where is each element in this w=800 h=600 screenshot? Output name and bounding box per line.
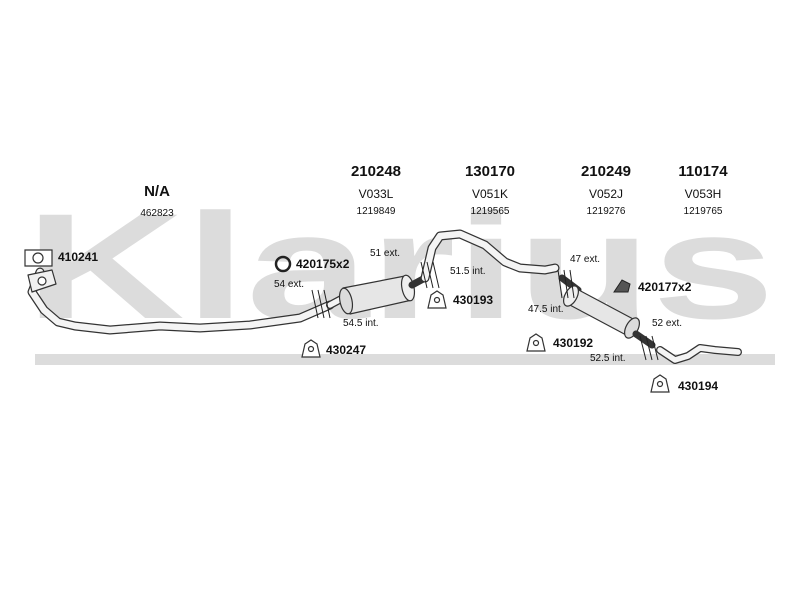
joint-markers [311, 261, 659, 361]
watermark-bar [35, 354, 775, 365]
reference-centre-muffler: 1219276 [586, 206, 626, 217]
centre-muffler [558, 274, 656, 349]
code-centre-muffler: V052J [588, 187, 624, 201]
accessory-label-410241: 410241 [58, 250, 99, 264]
accessory-label-420175: 420175x2 [296, 257, 350, 271]
dimension-label: 51.5 int. [450, 266, 486, 277]
part-number-front-muffler: 210248 [350, 163, 402, 180]
reference-front-muffler: 1219849 [356, 206, 396, 217]
reference-front-pipe: 462823 [140, 208, 174, 219]
code-tail-pipe: V053H [684, 187, 722, 201]
accessory-label-430193: 430193 [453, 293, 494, 307]
dimension-label: 51 ext. [370, 248, 401, 259]
tail-pipe [656, 344, 742, 364]
dimension-label: 52 ext. [652, 318, 683, 329]
accessory-label-430192: 430192 [553, 336, 594, 350]
clamp-icon [613, 279, 631, 293]
reference-tail-pipe: 1219765 [683, 206, 723, 217]
flange-gasket-icon [24, 249, 53, 267]
part-number-tail-pipe: 110174 [678, 163, 728, 180]
rubber-mount-icon [427, 290, 447, 309]
dimension-label: 47 ext. [570, 254, 601, 265]
dimension-label: 47.5 int. [528, 304, 564, 315]
code-front-muffler: V033L [358, 187, 394, 201]
dimension-label: 52.5 int. [590, 353, 626, 364]
watermark-logo: Klarius [25, 182, 775, 350]
part-number-middle-pipe: 130170 [464, 163, 516, 180]
rubber-mount-icon [301, 339, 321, 358]
accessory-label-420177: 420177x2 [638, 280, 692, 294]
code-middle-pipe: V051K [471, 187, 509, 201]
part-number-front-pipe: N/A [144, 183, 170, 200]
accessory-label-430247: 430247 [326, 343, 367, 357]
reference-middle-pipe: 1219565 [470, 206, 510, 217]
rubber-mount-icon [526, 333, 546, 352]
middle-pipe [420, 229, 560, 283]
rubber-mount-icon [650, 374, 670, 393]
sealing-ring-icon [274, 255, 292, 273]
front-pipe [27, 267, 335, 335]
accessory-label-430194: 430194 [678, 379, 719, 393]
dimension-label: 54 ext. [274, 279, 305, 290]
dimension-label: 54.5 int. [343, 318, 379, 329]
part-number-centre-muffler: 210249 [580, 163, 632, 180]
